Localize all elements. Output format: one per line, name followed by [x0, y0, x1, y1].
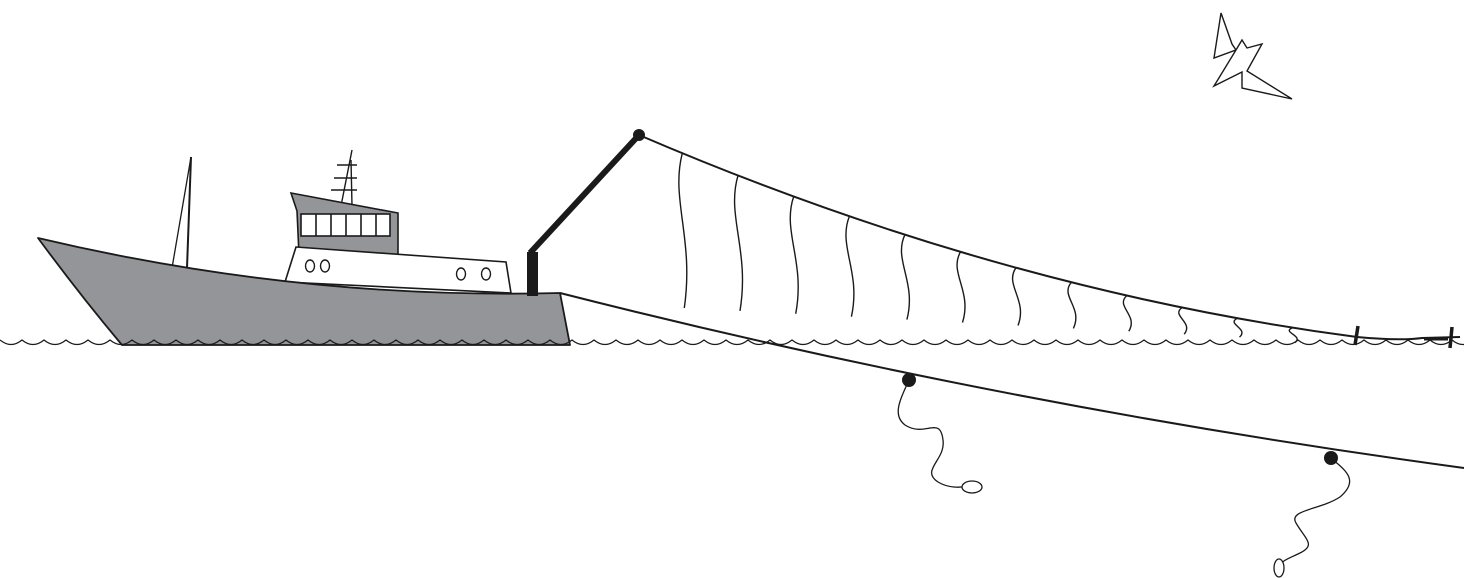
porthole [304, 259, 316, 273]
streamer-ropes [678, 153, 1298, 344]
branch-line [1273, 451, 1351, 578]
streamer [1122, 295, 1132, 332]
baited-hook [961, 480, 983, 494]
streamer [1011, 267, 1022, 326]
fishing-vessel [37, 149, 571, 346]
seabird-icon [1212, 12, 1293, 100]
streamer [900, 234, 911, 320]
line-terminal-markers [1353, 325, 1454, 349]
antenna-mast [331, 149, 357, 207]
porthole [455, 267, 467, 281]
bird-scaring-line [638, 134, 1461, 341]
streamer [845, 216, 855, 317]
sea-surface-waves [0, 339, 1464, 346]
vessel-mast [186, 156, 192, 269]
streamer [1067, 281, 1077, 329]
vessel-mast-stay [171, 156, 192, 269]
vessel-hull [37, 237, 571, 346]
wheelhouse-windows [300, 213, 391, 237]
porthole [480, 267, 492, 281]
streamer [678, 153, 688, 309]
streamer [1233, 317, 1243, 338]
baited-hook [1273, 558, 1285, 578]
longline-mainline [559, 292, 1464, 469]
streamer [956, 251, 966, 323]
porthole [319, 259, 331, 273]
streamer [789, 196, 799, 314]
branch-lines-with-baited-hooks [897, 373, 1351, 578]
tori-pole [527, 129, 645, 256]
stern-post [527, 252, 538, 296]
streamer [1178, 307, 1188, 335]
streamer [733, 175, 744, 312]
streamer [1288, 327, 1298, 344]
portholes [304, 259, 492, 281]
branch-line [897, 373, 983, 494]
